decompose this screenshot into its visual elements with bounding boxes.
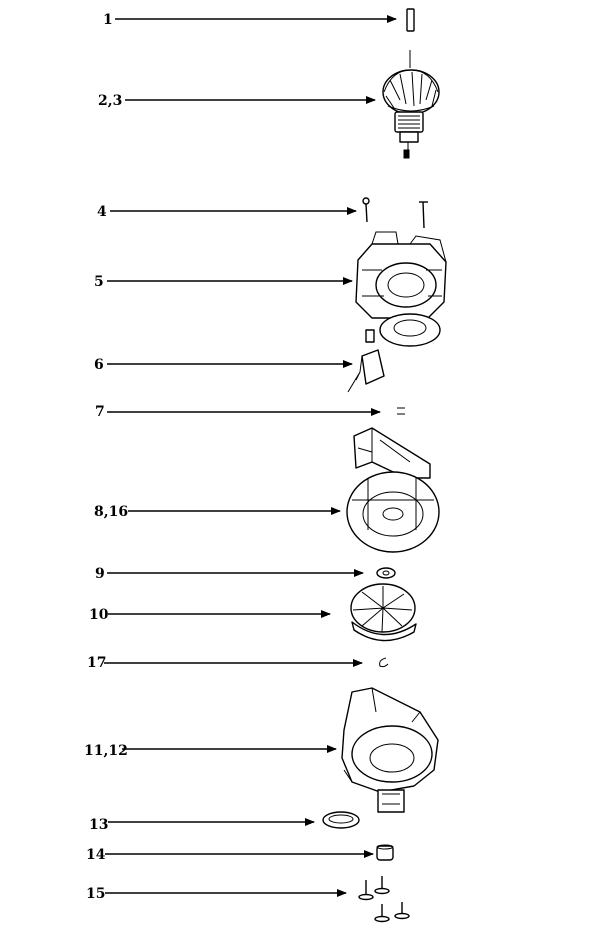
callout-13: 13	[89, 817, 315, 833]
part-1-pin	[406, 8, 415, 32]
part-5-motor-housing	[355, 231, 447, 347]
callout-14: 14	[86, 847, 374, 863]
callout-15: 15	[86, 886, 347, 902]
callout-5: 5	[94, 274, 353, 290]
callout-10: 10	[89, 607, 331, 623]
part-13-gasket	[322, 811, 360, 829]
callout-label-1: 1	[103, 12, 113, 28]
callout-4: 4	[97, 204, 357, 220]
callout-label-2-3: 2,3	[98, 93, 122, 109]
callout-label-6: 6	[94, 357, 104, 373]
callout-1: 1	[103, 12, 397, 28]
part-9-washer	[376, 567, 396, 579]
part-17-nut	[379, 657, 389, 668]
callout-label-14: 14	[86, 847, 106, 863]
callout-label-7: 7	[95, 404, 105, 420]
callout-label-13: 13	[89, 817, 108, 833]
part-11-12-lower-housing	[341, 687, 439, 813]
part-14-bushing	[376, 844, 394, 861]
callout-8-16: 8,16	[94, 504, 341, 520]
callout-17: 17	[87, 655, 363, 671]
part-2-3-armature-fan	[382, 50, 440, 159]
part-4-screws	[362, 197, 428, 229]
part-10-impeller	[350, 583, 417, 642]
callout-label-15: 15	[86, 886, 105, 902]
callout-label-8-16: 8,16	[94, 504, 128, 520]
callout-label-10: 10	[89, 607, 109, 623]
callout-6: 6	[94, 357, 353, 373]
callout-2-3: 2,3	[98, 93, 376, 109]
callout-7: 7	[95, 404, 381, 420]
callout-label-17: 17	[87, 655, 106, 671]
callout-9: 9	[95, 566, 364, 582]
part-8-16-fan-housing	[346, 427, 440, 553]
part-7-clip	[397, 407, 405, 415]
callout-label-11-12: 11,12	[84, 743, 128, 759]
callout-11-12: 11,12	[84, 743, 337, 759]
part-6-switch	[347, 329, 385, 393]
callout-label-5: 5	[94, 274, 104, 290]
callout-label-4: 4	[97, 204, 107, 220]
callout-label-9: 9	[95, 566, 105, 582]
part-15-screws	[358, 876, 410, 923]
